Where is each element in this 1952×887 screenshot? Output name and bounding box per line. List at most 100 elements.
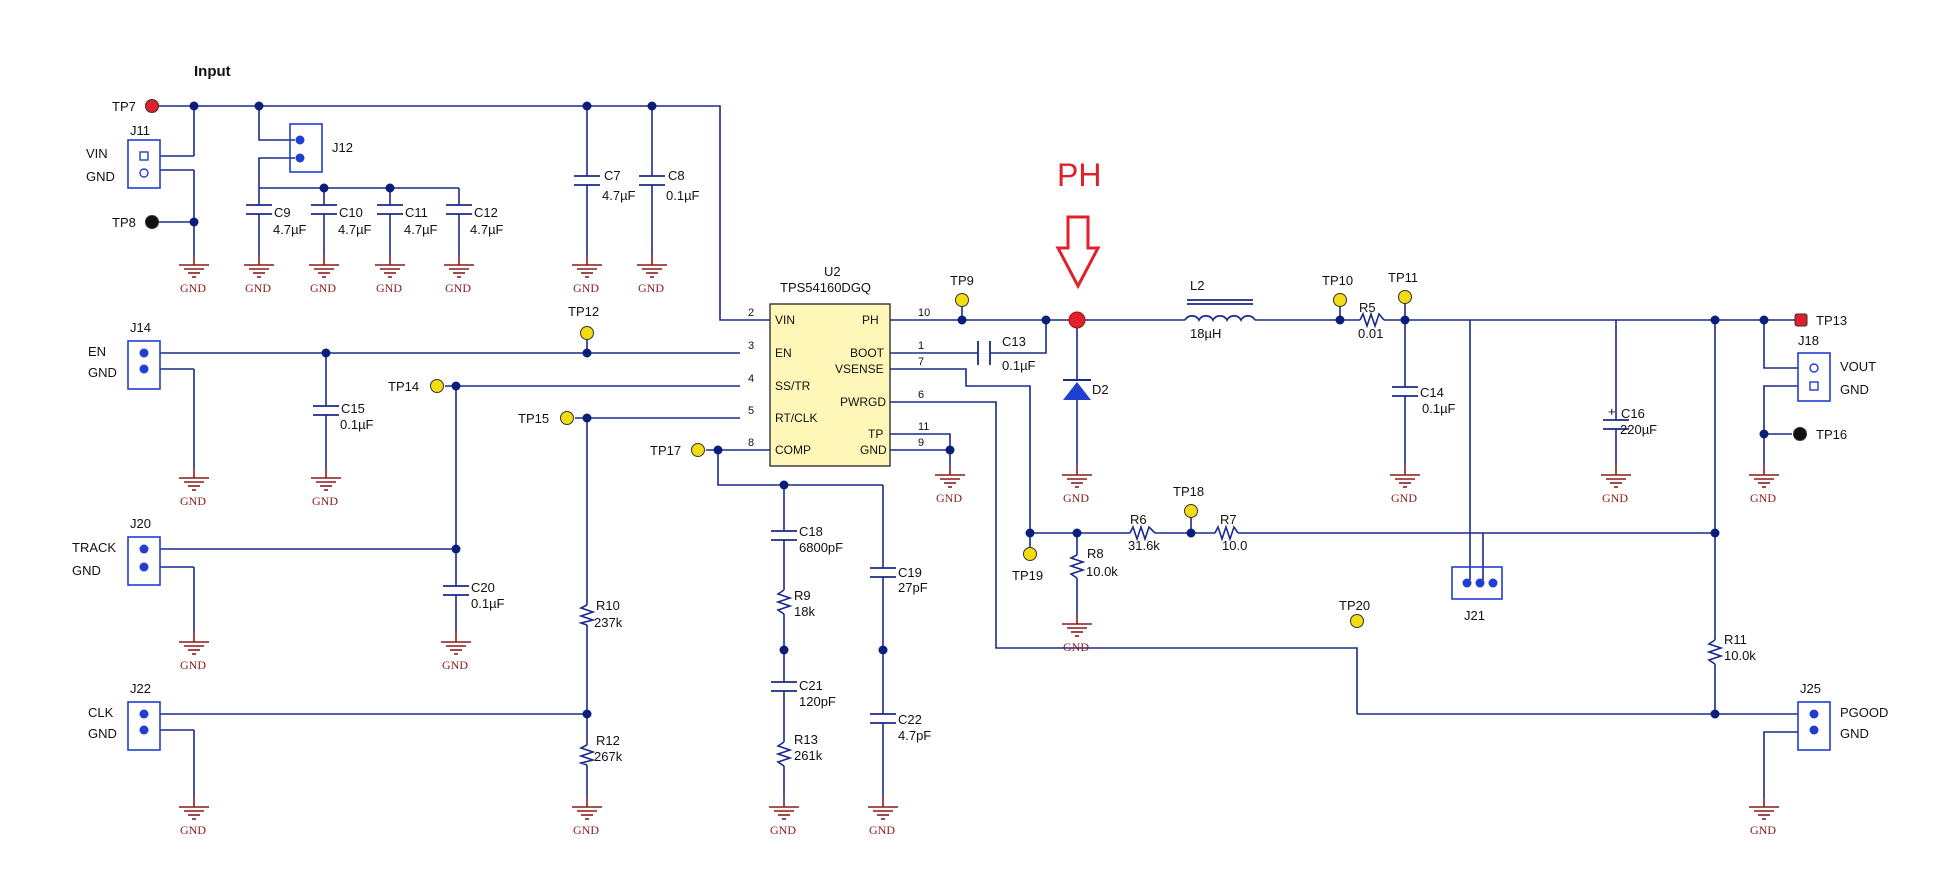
r10-value: 237k (594, 615, 623, 630)
gnd-label: GND (1602, 491, 1628, 505)
input-heading: Input (194, 63, 231, 80)
c16-value: 220µF (1620, 422, 1657, 437)
c18-value: 6800pF (799, 540, 843, 555)
r11-ref: R11 (1724, 632, 1747, 647)
tp-label: TP14 (388, 379, 419, 394)
ic-part: TPS54160DGQ (780, 280, 871, 295)
tp9-marker (955, 293, 969, 307)
ic-num-1: 1 (918, 340, 924, 352)
c15-ref: C15 (341, 401, 365, 416)
r13-ref: R13 (794, 732, 818, 747)
tp-label: TP13 (1816, 313, 1847, 328)
c19-ref: C19 (898, 565, 922, 580)
ic-num-11: 11 (918, 421, 929, 433)
gnd-label: GND (770, 823, 796, 837)
tp11-marker (1398, 290, 1412, 304)
ic-num-7: 7 (918, 356, 924, 368)
connector-pin-label: EN (88, 344, 106, 359)
connector-ref: J25 (1800, 681, 1821, 696)
diode-d2 (1063, 379, 1091, 400)
tp-label: TP9 (950, 273, 974, 288)
tp-label: TP17 (650, 443, 681, 458)
tp-label: TP7 (112, 99, 136, 114)
c7-ref: C7 (604, 168, 621, 183)
gnd-label: GND (376, 281, 402, 295)
junction-dots (189, 101, 1769, 719)
c12-value: 4.7µF (470, 222, 504, 237)
ic-num-3: 3 (748, 340, 754, 352)
gnd-label: GND (312, 494, 338, 508)
ph-node-dot (1068, 311, 1086, 329)
connector-pin-label: CLK (88, 705, 114, 720)
gnd-label: GND (180, 658, 206, 672)
tp10-marker (1333, 293, 1347, 307)
ic-pin-vin: VIN (775, 313, 795, 327)
c10-ref: C10 (339, 205, 363, 220)
tp8-marker (145, 215, 159, 229)
ic-num-4: 4 (748, 373, 754, 385)
ic-pin-gnd: GND (860, 443, 887, 457)
gnd-label: GND (936, 491, 962, 505)
connector-ref: J12 (332, 140, 353, 155)
connector-ref: J20 (130, 516, 151, 531)
tp-label: TP20 (1339, 598, 1370, 613)
c21-ref: C21 (799, 678, 823, 693)
ground-symbols (178, 254, 1780, 820)
resistor-symbols (578, 311, 1724, 767)
ic-num-9: 9 (918, 437, 924, 449)
ic-pin-en: EN (775, 346, 792, 360)
tp12-marker (580, 326, 594, 340)
gnd-label: GND (442, 658, 468, 672)
r13-value: 261k (794, 748, 823, 763)
tp7-marker (145, 99, 159, 113)
connector-ref: J14 (130, 320, 151, 335)
tp-label: TP11 (1388, 270, 1418, 285)
tp17-marker (691, 443, 705, 457)
r8-ref: R8 (1087, 546, 1104, 561)
c19-value: 27pF (898, 580, 928, 595)
gnd-label: GND (180, 494, 206, 508)
connector-ref: J22 (130, 681, 151, 696)
tp-label: TP15 (518, 411, 549, 426)
connector-pins (139, 135, 1819, 735)
connector-ref: J18 (1798, 333, 1819, 348)
r6-value: 31.6k (1128, 538, 1160, 553)
c9-value: 4.7µF (273, 222, 307, 237)
gnd-label: GND (1063, 640, 1089, 654)
c22-ref: C22 (898, 712, 922, 727)
connector-pin-label: TRACK (72, 540, 116, 555)
connector-pin-label: VOUT (1840, 359, 1876, 374)
ic-num-5: 5 (748, 405, 754, 417)
connector-ref: J11 (130, 123, 150, 138)
inductor-l2 (1184, 299, 1256, 322)
ic-num-10: 10 (918, 307, 930, 319)
connector-pin-label: GND (1840, 382, 1869, 397)
ic-u2: U2 TPS54160DGQ VIN EN SS/TR RT/CLK COMP … (748, 264, 930, 467)
tp14-marker (430, 379, 444, 393)
ic-num-6: 6 (918, 389, 924, 401)
r5-value: 0.01 (1358, 326, 1383, 341)
ph-marker-label: PH (1057, 157, 1101, 193)
ic-num-2: 2 (748, 307, 754, 319)
c12-ref: C12 (474, 205, 498, 220)
c8-value: 0.1µF (666, 188, 700, 203)
c10-value: 4.7µF (338, 222, 372, 237)
tp-label: TP10 (1322, 273, 1353, 288)
c14-value: 0.1µF (1422, 401, 1456, 416)
r5-ref: R5 (1359, 300, 1376, 315)
c22-value: 4.7pF (898, 728, 931, 743)
c7-value: 4.7µF (602, 188, 636, 203)
tp-label: TP19 (1012, 568, 1043, 583)
r11-value: 10.0k (1724, 648, 1756, 663)
r12-value: 267k (594, 749, 623, 764)
c20-ref: C20 (471, 580, 495, 595)
ic-pin-comp: COMP (775, 443, 811, 457)
tp19-marker (1023, 547, 1037, 561)
gnd-label: GND (573, 281, 599, 295)
c16-polarity: + (1608, 404, 1616, 419)
wires (152, 105, 1798, 797)
ph-arrow-icon (1055, 215, 1101, 290)
gnd-label: GND (180, 281, 206, 295)
r12-ref: R12 (596, 733, 620, 748)
